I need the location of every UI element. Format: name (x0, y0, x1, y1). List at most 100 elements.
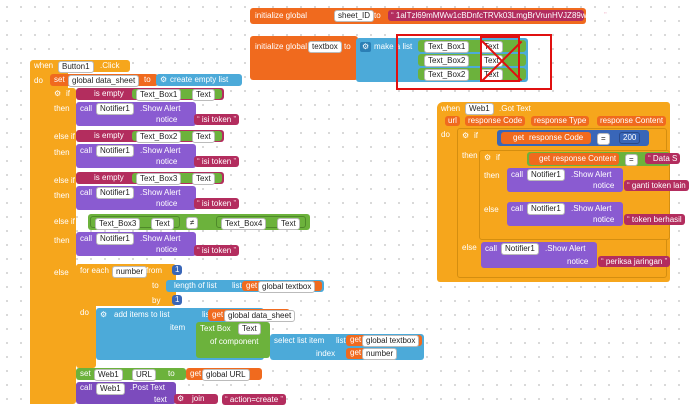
from-value[interactable]: 1 (172, 265, 183, 275)
var-global-url[interactable]: global URL (202, 369, 250, 381)
get-response-code[interactable]: get response Code (501, 132, 591, 144)
global-name-sheet-id[interactable]: sheet_ID (334, 10, 375, 22)
textbox-component[interactable]: Text_Box4 (221, 218, 267, 230)
make-list-gear-icon[interactable]: ⚙ (360, 42, 372, 52)
textbox-text-getter[interactable]: Text_Box1 Text (132, 89, 222, 101)
var-global-textbox[interactable]: global textbox (362, 335, 420, 347)
notifier-component[interactable]: Notifier1 (527, 203, 565, 215)
is-empty-cond-1[interactable]: is empty Text_Box1 Text (76, 88, 224, 101)
button1-component[interactable]: Button1 (58, 61, 94, 73)
isi-token-string-4[interactable]: “ isi token ” (194, 245, 240, 256)
by-value[interactable]: 1 (172, 295, 183, 305)
param-response-content[interactable]: response Content (597, 116, 667, 126)
text-prop[interactable]: Text (192, 173, 215, 185)
eq-operator[interactable]: = (597, 133, 610, 145)
token-berhasil-string[interactable]: “ token berhasil (624, 214, 685, 225)
get-global-textbox-2[interactable]: get global textbox (346, 335, 422, 347)
web1-component[interactable]: Web1 (465, 103, 494, 115)
isi-token-string-2[interactable]: “ isi token ” (194, 156, 240, 167)
call-show-alert-berhasil[interactable]: call Notifier1 .Show Alert notice (507, 202, 623, 226)
compare-operator[interactable]: ≠ (186, 217, 199, 229)
get-global-url[interactable]: get global URL (186, 368, 262, 381)
param-response-type[interactable]: response Type (531, 116, 590, 126)
call-show-alert-2[interactable]: call Notifier1 .Show Alert notice (76, 144, 196, 168)
data-s-string[interactable]: “ Data S (645, 153, 681, 164)
var-global-data-sheet[interactable]: global data_sheet (224, 310, 296, 322)
response-code-label: response Code (529, 133, 584, 142)
call-show-alert-periksa[interactable]: call Notifier1 .Show Alert notice (481, 242, 597, 268)
textbox-component[interactable]: Text_Box1 (424, 41, 470, 53)
init-global-textbox-block[interactable]: initialize global textbox to (250, 36, 358, 80)
notifier-component[interactable]: Notifier1 (96, 187, 134, 199)
textbox-text-getter[interactable]: Text_Box2 Text (132, 131, 222, 143)
sheet-id-string[interactable]: “ 1alTzl69mMWw1cBDnfcTRVk03LmgBrVrunHVJZ… (388, 10, 607, 21)
set-label: set (80, 369, 91, 378)
var-number[interactable]: number (362, 348, 398, 360)
notifier-component[interactable]: Notifier1 (501, 243, 539, 255)
notifier-component[interactable]: Notifier1 (96, 103, 134, 115)
got-text-label: .Got Text (499, 104, 531, 113)
var-global-textbox[interactable]: global textbox (258, 281, 316, 293)
call-show-alert-4[interactable]: call Notifier1 .Show Alert notice (76, 232, 196, 256)
eq-operator[interactable]: = (625, 154, 638, 166)
else-label: else (484, 205, 499, 214)
call-web1-post-text[interactable]: call Web1 .Post Text text (76, 382, 176, 404)
loop-var-number[interactable]: number (112, 266, 148, 278)
notifier-component[interactable]: Notifier1 (96, 145, 134, 157)
textbox-text-getter[interactable]: Text_Box3 Text (132, 173, 222, 185)
create-empty-list-block[interactable]: ⚙ create empty list (156, 74, 242, 86)
textbox3-text-getter[interactable]: Text_Box3 Text (90, 216, 180, 230)
compare-cond-4[interactable]: Text_Box3 Text ≠ Text_Box4 Text (88, 214, 310, 230)
param-response-code[interactable]: response Code (465, 116, 526, 126)
is-empty-cond-3[interactable]: is empty Text_Box3 Text (76, 172, 224, 185)
notifier-component[interactable]: Notifier1 (96, 233, 134, 245)
is-empty-cond-2[interactable]: is empty Text_Box2 Text (76, 130, 224, 143)
get-global-data-sheet[interactable]: get global data_sheet (208, 309, 296, 322)
text-prop[interactable]: Text (238, 323, 261, 335)
list-item-1[interactable]: Text_Box1 Text (418, 40, 526, 53)
any-textbox-text-block[interactable]: Text Box Text of component (196, 322, 270, 358)
textbox-component[interactable]: Text_Box2 (136, 131, 182, 143)
call-label: call (485, 244, 498, 253)
compare-response-code[interactable]: get response Code = 200 (497, 130, 649, 146)
of-component-label: of component (210, 337, 259, 346)
web1-component[interactable]: Web1 (94, 369, 123, 381)
var-data-sheet[interactable]: global data_sheet (68, 75, 140, 87)
textbox-component[interactable]: Text_Box2 (424, 69, 470, 81)
web1-component[interactable]: Web1 (96, 383, 125, 395)
click-event-label: .Click (100, 61, 120, 70)
text-prop[interactable]: Text (192, 131, 215, 143)
get-response-content[interactable]: get response Content (529, 153, 619, 165)
get-global-textbox[interactable]: get global textbox (242, 281, 322, 293)
textbox-component[interactable]: Text_Box2 (424, 55, 470, 67)
join-block[interactable]: ⚙ join (174, 394, 218, 404)
ganti-token-string[interactable]: “ ganti token lain (624, 180, 689, 191)
action-create-string[interactable]: “ action=create ” (222, 394, 287, 405)
if-block[interactable]: ⚙ if then else if then else if then else… (50, 88, 76, 404)
isi-token-string-1[interactable]: “ isi token ” (194, 114, 240, 125)
periksa-jaringan-string[interactable]: “ periksa jaringan ” (598, 256, 671, 267)
compare-response-content[interactable]: get response Content = “ Data S (527, 152, 681, 166)
textbox-component[interactable]: Text_Box3 (136, 173, 182, 185)
param-url[interactable]: url (445, 116, 460, 126)
textbox4-text-getter[interactable]: Text_Box4 Text (216, 216, 306, 230)
set-data-sheet-block[interactable]: set global data_sheet to (50, 74, 158, 87)
call-show-alert-1[interactable]: call Notifier1 .Show Alert notice (76, 102, 196, 126)
list-item-3[interactable]: Text_Box2 Text (418, 68, 526, 81)
textbox-component[interactable]: Text_Box3 (95, 218, 141, 230)
length-of-list-block[interactable]: length of list list get global textbox (166, 280, 324, 293)
init-global-sheet-block[interactable]: initialize global sheet_ID to “ 1alTzl69… (250, 8, 607, 24)
call-show-alert-3[interactable]: call Notifier1 .Show Alert notice (76, 186, 196, 210)
call-show-alert-ganti[interactable]: call Notifier1 .Show Alert notice (507, 168, 623, 192)
global-name-textbox[interactable]: textbox (308, 41, 342, 53)
text-prop[interactable]: Text (151, 218, 174, 230)
text-prop[interactable]: Text (192, 89, 215, 101)
get-number[interactable]: get number (346, 348, 398, 360)
set-web1-url-block[interactable]: set Web1 URL to (76, 368, 186, 381)
notifier-component[interactable]: Notifier1 (527, 169, 565, 181)
text-prop[interactable]: Text (277, 218, 300, 230)
isi-token-string-3[interactable]: “ isi token ” (194, 198, 240, 209)
url-prop[interactable]: URL (132, 369, 157, 381)
code-value[interactable]: 200 (619, 132, 641, 144)
textbox-component[interactable]: Text_Box1 (136, 89, 182, 101)
